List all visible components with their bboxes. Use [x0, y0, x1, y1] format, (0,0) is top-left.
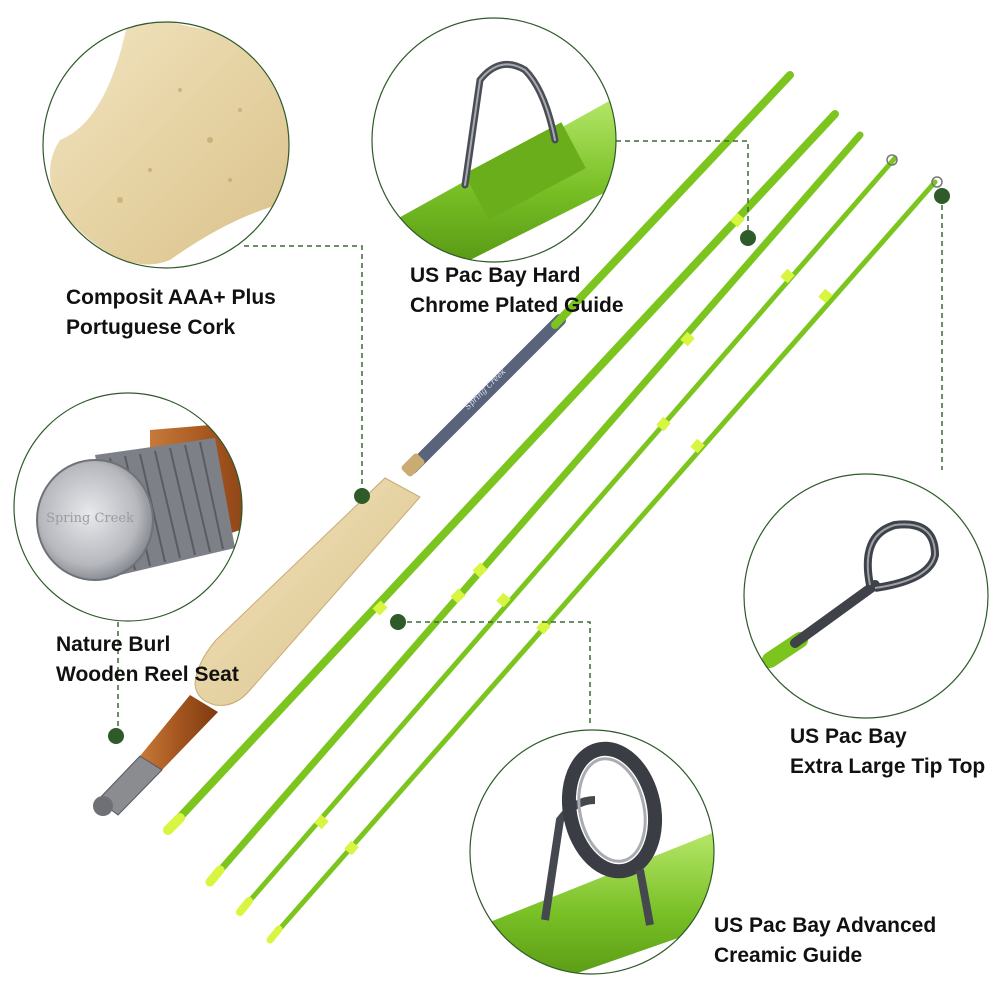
cork-callout-line2: Portuguese Cork [66, 316, 236, 339]
guide-wrap [464, 122, 586, 220]
cork-callout-label: Composit AAA+ Plus Portuguese Cork [66, 283, 276, 343]
reel-seat-callout-line2: Wooden Reel Seat [56, 663, 239, 686]
reel-seat-wood [140, 695, 218, 770]
reel-seat-callout-line1: Nature Burl [56, 633, 171, 656]
rod-section-4-ferrule [236, 897, 253, 916]
thread-wraps [314, 212, 833, 856]
hard-guide-callout-label: US Pac Bay Hard Chrome Plated Guide [410, 261, 624, 321]
rod-sections: Spring Creek [93, 71, 943, 944]
reel-seat-engraving: Spring Creek [46, 511, 134, 526]
hard-guide-callout-line1: US Pac Bay Hard [410, 264, 581, 287]
hard-guide-callout-line2: Chrome Plated Guide [410, 294, 624, 317]
ceramic-guide-callout-line2: Creamic Guide [714, 944, 863, 967]
tip-top-callout-line1: US Pac Bay [790, 725, 907, 748]
hard-guide-detail-circle [371, 17, 617, 263]
reel-seat-metal [97, 755, 163, 816]
butt-blank [406, 314, 566, 474]
ceramic-guide-callout-line1: US Pac Bay Advanced [714, 914, 937, 937]
tip-top-callout-label: US Pac Bay Extra Large Tip Top [790, 722, 985, 782]
rod-section-5 [267, 179, 938, 943]
rod-brand-text: Spring Creek [463, 367, 508, 412]
reel-seat-callout-label: Nature Burl Wooden Reel Seat [56, 630, 239, 690]
butt-cap [93, 796, 113, 816]
hook-keeper [401, 453, 425, 477]
reel-seat-cap [36, 459, 154, 581]
tip-top-small-a [886, 154, 898, 166]
rod-section-4 [237, 155, 898, 915]
ceramic-guide-callout-label: US Pac Bay Advanced Creamic Guide [714, 911, 936, 971]
ceramic-guide-detail-circle [469, 729, 715, 975]
tip-top-small-b [931, 176, 943, 188]
callout-connectors [117, 140, 943, 734]
cork-grip [194, 477, 421, 706]
tip-top-detail-circle [743, 473, 989, 719]
callout-dots [108, 188, 950, 744]
rod-section-3-ferrule [205, 865, 225, 887]
reel-seat-detail-circle: Spring Creek [13, 392, 243, 622]
tip-top-callout-line2: Extra Large Tip Top [790, 755, 986, 778]
butt-blank-tip [551, 71, 794, 329]
rod-section-5-ferrule [266, 925, 283, 944]
rod-section-3 [206, 131, 864, 886]
ceramic-stripper-guide-icon [561, 741, 663, 879]
rod-section-2-ferrule [163, 813, 185, 835]
cork-detail-circle [42, 21, 290, 269]
cork-callout-line1: Composit AAA+ Plus [66, 286, 276, 309]
rod-section-2 [164, 110, 839, 834]
